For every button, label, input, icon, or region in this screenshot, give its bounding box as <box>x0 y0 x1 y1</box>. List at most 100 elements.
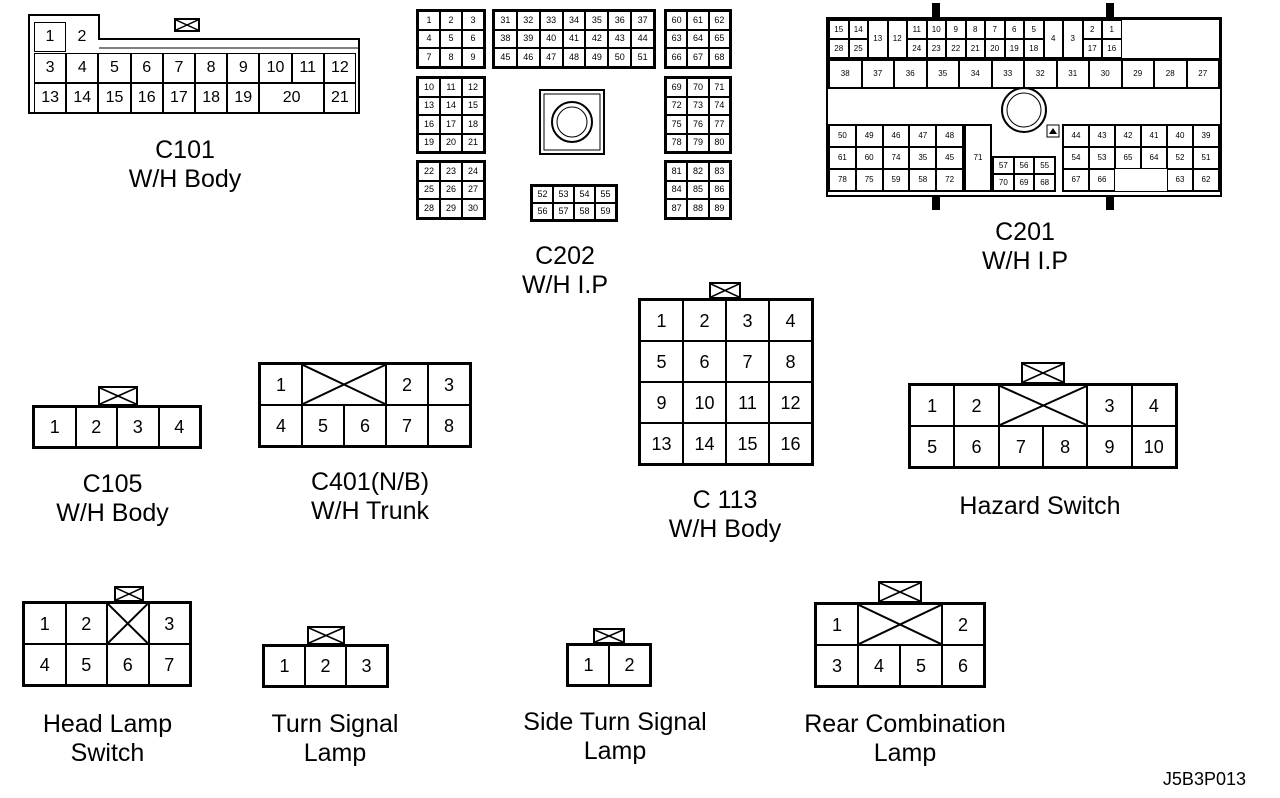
pin-29: 29 <box>1121 60 1154 88</box>
pin-6: 6 <box>954 426 999 467</box>
pin-44: 44 <box>631 29 654 49</box>
pin-15: 15 <box>829 20 849 39</box>
pin-21: 21 <box>965 39 985 58</box>
latch-icon <box>1021 362 1065 384</box>
pin-2: 2 <box>1082 20 1102 39</box>
pin-65: 65 <box>708 29 730 49</box>
pin-15: 15 <box>726 423 769 464</box>
pin-66: 66 <box>1089 169 1115 191</box>
pin-59: 59 <box>882 169 910 191</box>
pin-84: 84 <box>666 180 688 200</box>
latch-icon <box>98 386 138 406</box>
pin-8: 8 <box>769 341 812 382</box>
pin-56: 56 <box>1013 157 1035 174</box>
pin-78: 78 <box>829 169 856 191</box>
pin-6: 6 <box>344 405 386 446</box>
pin-22: 22 <box>418 162 440 181</box>
latch-icon <box>709 282 741 299</box>
pin-5: 5 <box>900 645 942 686</box>
pin-2: 2 <box>942 604 984 645</box>
latch-icon <box>878 581 922 603</box>
pin-63: 63 <box>666 29 688 49</box>
pin-1: 1 <box>910 385 955 426</box>
pin-42: 42 <box>1115 125 1141 147</box>
pin-72: 72 <box>666 96 688 115</box>
pin-10: 10 <box>683 382 726 423</box>
pin-32: 32 <box>1024 60 1057 88</box>
pin-73: 73 <box>687 96 709 115</box>
pin-57: 57 <box>993 157 1014 174</box>
pin-24: 24 <box>907 39 927 58</box>
pin-61: 61 <box>829 147 856 169</box>
pin-9: 9 <box>1087 426 1132 467</box>
pin-6: 6 <box>107 644 149 685</box>
pin-69: 69 <box>1013 174 1035 191</box>
pin-44: 44 <box>1063 125 1089 147</box>
pin-1: 1 <box>640 300 683 341</box>
pin-16: 16 <box>130 83 163 113</box>
pin-80: 80 <box>708 133 730 152</box>
pin-86: 86 <box>708 180 730 200</box>
pin-4: 4 <box>418 29 440 49</box>
pin-1: 1 <box>24 603 66 644</box>
pin-3: 3 <box>428 364 470 405</box>
pin-3: 3 <box>346 646 387 686</box>
pin-7: 7 <box>998 426 1043 467</box>
pin-3: 3 <box>462 11 484 30</box>
pin-19: 19 <box>1004 39 1024 58</box>
spacer <box>1121 20 1141 39</box>
pin-2: 2 <box>386 364 428 405</box>
pin-2: 2 <box>75 407 117 447</box>
pin-32: 32 <box>516 11 540 30</box>
pin-20: 20 <box>440 133 462 152</box>
pin-14: 14 <box>440 96 462 115</box>
pin-40: 40 <box>539 29 563 49</box>
pin-83: 83 <box>708 162 730 181</box>
pin-55: 55 <box>1034 157 1055 174</box>
pin-1: 1 <box>34 22 66 52</box>
pin-21: 21 <box>462 133 484 152</box>
pin-12: 12 <box>462 78 484 97</box>
pin-23: 23 <box>926 39 946 58</box>
pin-61: 61 <box>687 11 709 30</box>
pin-18: 18 <box>1024 39 1044 58</box>
pin-14: 14 <box>848 20 868 39</box>
pin-89: 89 <box>708 199 730 218</box>
pin-46: 46 <box>882 125 910 147</box>
pin-39: 39 <box>1193 125 1219 147</box>
pin-4: 4 <box>1043 20 1063 58</box>
pin-11: 11 <box>907 20 927 39</box>
pin-4: 4 <box>158 407 200 447</box>
pin-38: 38 <box>494 29 517 49</box>
pin-7: 7 <box>148 644 190 685</box>
pin-5: 5 <box>65 644 107 685</box>
pin-10: 10 <box>926 20 946 39</box>
c202-guide-post <box>539 89 605 155</box>
pin-52: 52 <box>532 186 553 203</box>
pin-31: 31 <box>494 11 517 30</box>
pin-75: 75 <box>855 169 883 191</box>
pin-38: 38 <box>829 60 862 88</box>
pin-72: 72 <box>936 169 963 191</box>
spacer <box>1160 20 1180 39</box>
spacer <box>1141 20 1161 39</box>
pin-28: 28 <box>1154 60 1187 88</box>
pin-11: 11 <box>291 53 324 83</box>
pin-6: 6 <box>1004 20 1024 39</box>
pin-16: 16 <box>1102 39 1122 58</box>
pin-48: 48 <box>562 48 586 67</box>
pin-77: 77 <box>708 115 730 134</box>
pin-28: 28 <box>418 199 440 218</box>
spacer <box>1199 20 1219 39</box>
blocked-cavity <box>107 603 149 644</box>
pin-22: 22 <box>946 39 966 58</box>
pin-88: 88 <box>687 199 709 218</box>
pin-35: 35 <box>926 60 959 88</box>
pin-6: 6 <box>683 341 726 382</box>
latch-icon <box>174 18 200 32</box>
pin-33: 33 <box>991 60 1024 88</box>
pin-1: 1 <box>264 646 305 686</box>
pin-68: 68 <box>708 48 730 67</box>
